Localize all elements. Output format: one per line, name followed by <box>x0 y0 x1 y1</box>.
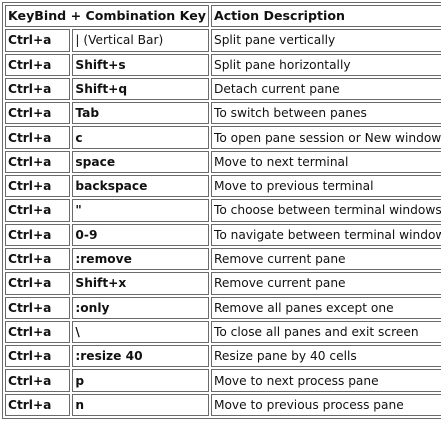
action-description-cell: Detach current pane <box>210 77 441 101</box>
keybind-prefix-cell: Ctrl+a <box>5 150 71 174</box>
combination-key-cell: Shift+x <box>72 272 209 295</box>
action-description-cell: Move to previous process pane <box>210 393 441 417</box>
combination-key-cell: :resize 40 <box>72 345 209 368</box>
keybind-prefix-cell: Ctrl+a <box>5 199 71 222</box>
action-description-cell: To switch between panes <box>210 102 441 125</box>
keybind-table: KeyBind + Combination Key Action Descrip… <box>2 2 441 420</box>
action-description-cell: Remove current pane <box>210 272 441 295</box>
action-description-cell: Remove all panes except one <box>210 296 441 319</box>
combination-key-cell: space <box>72 150 209 174</box>
keybind-prefix-cell: Ctrl+a <box>5 296 71 319</box>
combination-key-cell: p <box>72 369 209 392</box>
action-description-cell: To navigate between terminal windows <box>210 223 441 246</box>
table-row: Ctrl+a| (Vertical Bar)Split pane vertica… <box>5 29 441 52</box>
action-description-cell: To choose between terminal windows <box>210 199 441 222</box>
combination-key-cell: Shift+s <box>72 53 209 76</box>
combination-key-cell: Tab <box>72 102 209 125</box>
table-body: Ctrl+a| (Vertical Bar)Split pane vertica… <box>5 29 441 417</box>
keybind-prefix-cell: Ctrl+a <box>5 102 71 125</box>
keybind-prefix-cell: Ctrl+a <box>5 223 71 246</box>
combination-key-cell: :remove <box>72 247 209 271</box>
keybind-prefix-cell: Ctrl+a <box>5 175 71 198</box>
combination-key-cell: \ <box>72 320 209 344</box>
action-description-cell: Split pane vertically <box>210 29 441 52</box>
keybind-prefix-cell: Ctrl+a <box>5 369 71 392</box>
table-row: Ctrl+a"To choose between terminal window… <box>5 199 441 222</box>
header-keybind: KeyBind + Combination Key <box>5 5 209 28</box>
keybind-prefix-cell: Ctrl+a <box>5 53 71 76</box>
combination-key-cell: c <box>72 126 209 149</box>
table-header-row: KeyBind + Combination Key Action Descrip… <box>5 5 441 28</box>
action-description-cell: Split pane horizontally <box>210 53 441 76</box>
combination-key-cell: Shift+q <box>72 77 209 101</box>
keybind-prefix-cell: Ctrl+a <box>5 393 71 417</box>
keybind-prefix-cell: Ctrl+a <box>5 272 71 295</box>
keybind-prefix-cell: Ctrl+a <box>5 345 71 368</box>
keybind-prefix-cell: Ctrl+a <box>5 29 71 52</box>
combination-key-cell: n <box>72 393 209 417</box>
action-description-cell: Remove current pane <box>210 247 441 271</box>
action-description-cell: To open pane session or New window <box>210 126 441 149</box>
combination-key-cell: 0-9 <box>72 223 209 246</box>
keybind-prefix-cell: Ctrl+a <box>5 77 71 101</box>
action-description-cell: Move to previous terminal <box>210 175 441 198</box>
action-description-cell: Move to next process pane <box>210 369 441 392</box>
action-description-cell: Resize pane by 40 cells <box>210 345 441 368</box>
keybind-prefix-cell: Ctrl+a <box>5 126 71 149</box>
table-row: Ctrl+a\To close all panes and exit scree… <box>5 320 441 344</box>
action-description-cell: To close all panes and exit screen <box>210 320 441 344</box>
keybind-prefix-cell: Ctrl+a <box>5 320 71 344</box>
header-action: Action Description <box>210 5 441 28</box>
combination-key-cell: :only <box>72 296 209 319</box>
combination-key-cell: backspace <box>72 175 209 198</box>
keybind-prefix-cell: Ctrl+a <box>5 247 71 271</box>
action-description-cell: Move to next terminal <box>210 150 441 174</box>
combination-key-cell: " <box>72 199 209 222</box>
combination-key-cell: | (Vertical Bar) <box>72 29 209 52</box>
